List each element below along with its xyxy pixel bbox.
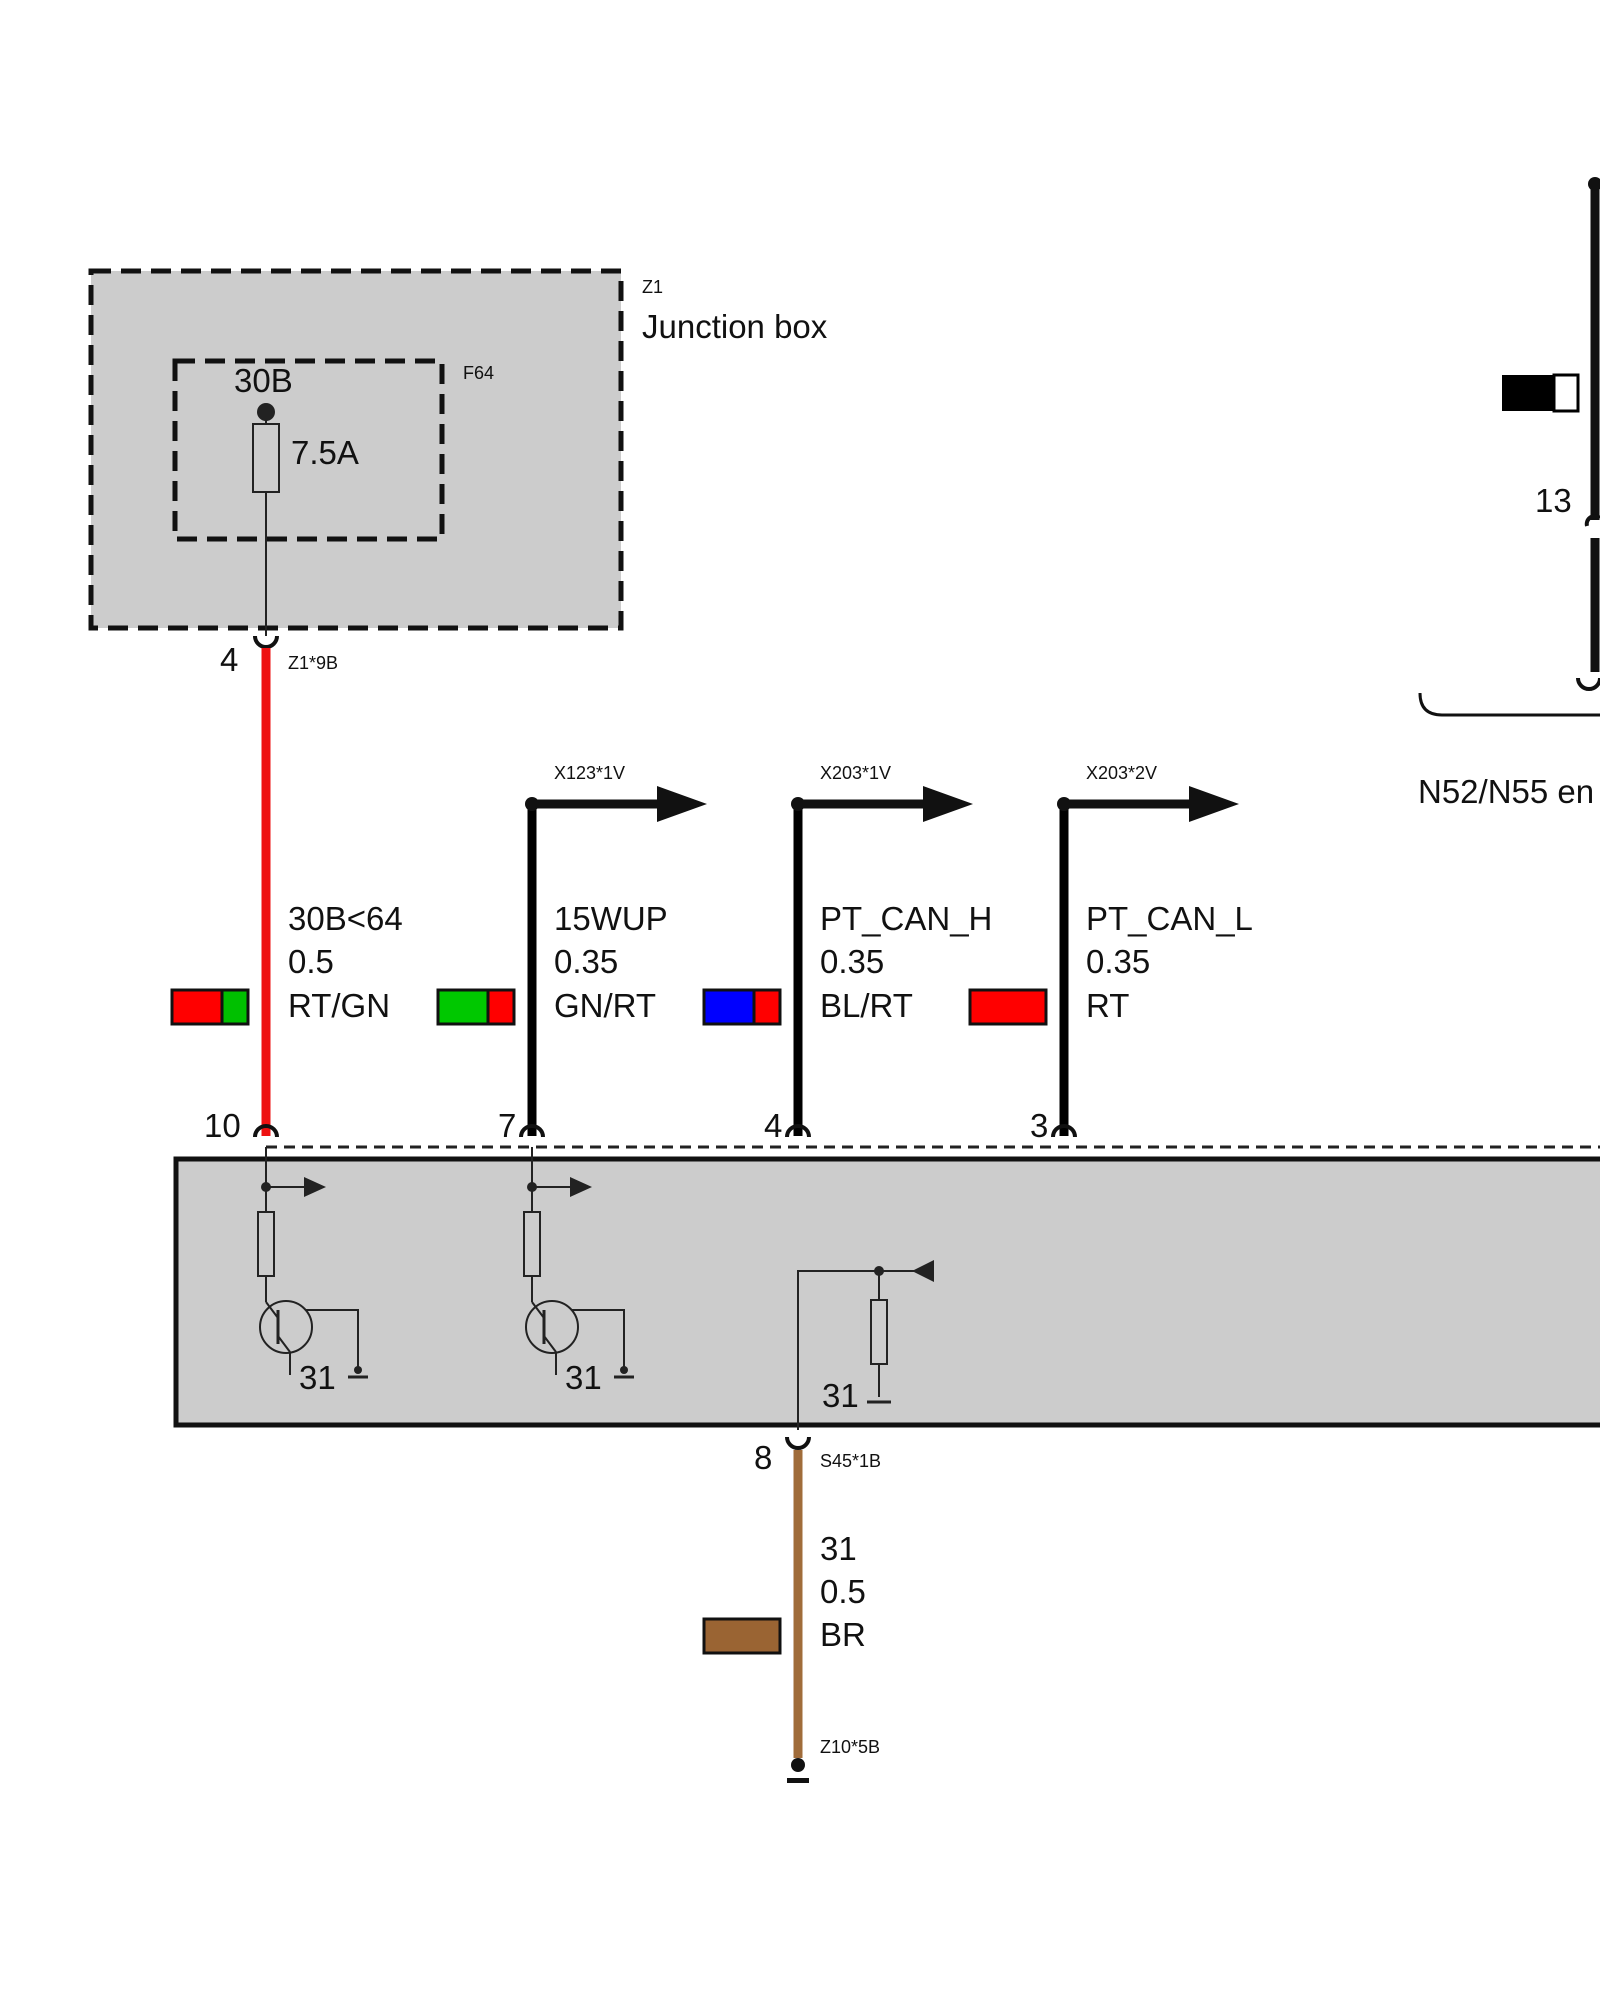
ground-wire-group: 8 S45*1B 31 0.5 BR Z10*5B xyxy=(702,1436,881,1783)
ground-end-connector: Z10*5B xyxy=(820,1737,880,1757)
wire-pin-2: 4 xyxy=(764,1107,782,1144)
transistor-collector-0 xyxy=(265,1301,279,1319)
engine-bracket xyxy=(1418,692,1600,717)
wire-connector-2: X203*1V xyxy=(820,763,891,783)
wire-color-code-2: BL/RT xyxy=(820,987,913,1024)
module-ground-label-2: 31 xyxy=(822,1377,859,1414)
wire-pin-cup-2 xyxy=(785,1124,811,1138)
junction-box-id: Z1 xyxy=(642,277,663,297)
fuse-id: F64 xyxy=(463,363,494,383)
engine-pin-label: 13 xyxy=(1535,482,1572,519)
transistor-ground-lead-1 xyxy=(572,1309,625,1370)
driver-arrow-head-0 xyxy=(304,1177,326,1197)
wire-signal-1: 15WUP xyxy=(554,900,668,937)
wire-swatch-stripe-0 xyxy=(222,990,248,1024)
engine-wire-dot xyxy=(1588,177,1600,191)
wire-swatch-stripe-1 xyxy=(488,990,514,1024)
ground-node-1 xyxy=(620,1366,628,1374)
junction-box-pin: 4 xyxy=(220,641,238,678)
wire-color-code-3: RT xyxy=(1086,987,1129,1024)
wire-swatch-0 xyxy=(170,988,250,1026)
wire-connector-3: X203*2V xyxy=(1086,763,1157,783)
ground-pin-cup xyxy=(785,1436,811,1450)
wire-swatch-main-0 xyxy=(172,990,222,1024)
wire-signal-0: 30B<64 xyxy=(288,900,403,937)
ground-node-0 xyxy=(354,1366,362,1374)
wire-pin-1: 7 xyxy=(498,1107,516,1144)
transistor-ground-lead-0 xyxy=(306,1309,359,1370)
engine-swatch-black xyxy=(1502,375,1554,411)
module-ground-label-1: 31 xyxy=(565,1359,602,1396)
wire-color-code-0: RT/GN xyxy=(288,987,390,1024)
wire-swatch-3 xyxy=(968,988,1048,1026)
wire-pin-0: 10 xyxy=(204,1107,241,1144)
junction-box-connector: Z1*9B xyxy=(288,653,338,673)
junction-box-pin-cup xyxy=(253,635,279,649)
wire-gauge-2: 0.35 xyxy=(820,943,884,980)
junction-box-title: Junction box xyxy=(642,308,828,345)
driver-arrow-head-1 xyxy=(570,1177,592,1197)
transistor-icon-1 xyxy=(525,1300,579,1354)
wire-connector-1: X123*1V xyxy=(554,763,625,783)
fuse-rating: 7.5A xyxy=(291,434,359,471)
wire-arrow-head-1 xyxy=(657,786,707,822)
junction-box xyxy=(88,268,624,631)
wire-pin-3: 3 xyxy=(1030,1107,1048,1144)
ground-swatch xyxy=(702,1617,782,1655)
wire-swatch-1 xyxy=(436,988,516,1026)
wire-gauge-1: 0.35 xyxy=(554,943,618,980)
transistor-collector-1 xyxy=(531,1301,545,1319)
wire-arrow-head-2 xyxy=(923,786,973,822)
wire-pin-cup-1 xyxy=(519,1124,545,1138)
engine-swatch-white xyxy=(1552,373,1580,413)
ground-gauge: 0.5 xyxy=(820,1573,866,1610)
engine-pin-cup xyxy=(1584,514,1600,527)
wire-gauge-3: 0.35 xyxy=(1086,943,1150,980)
transistor-icon-0 xyxy=(259,1300,313,1354)
wire-arrow-head-3 xyxy=(1189,786,1239,822)
transistor-emitter-0 xyxy=(277,1335,291,1353)
engine-pin-cup-2 xyxy=(1576,677,1600,691)
ground-end-bar xyxy=(787,1778,809,1783)
control-module xyxy=(173,1156,1600,1428)
ground-signal: 31 xyxy=(820,1530,857,1567)
transistor-emitter-1 xyxy=(543,1335,557,1353)
wire-swatch-stripe-2 xyxy=(754,990,780,1024)
wire-pin-cup-3 xyxy=(1051,1124,1077,1138)
wire-swatch-2 xyxy=(702,988,782,1026)
wire-pin-cup-0 xyxy=(253,1124,279,1138)
module-ground-label-0: 31 xyxy=(299,1359,336,1396)
wire-signal-3: PT_CAN_L xyxy=(1086,900,1253,937)
fuse-terminal-label: 30B xyxy=(234,362,293,399)
module-internals: 31 31 31 xyxy=(257,1147,934,1430)
engine-label: N52/N55 en xyxy=(1418,773,1594,810)
wire-gauge-0: 0.5 xyxy=(288,943,334,980)
ground-pin: 8 xyxy=(754,1439,772,1476)
wire-swatch-main-2 xyxy=(704,990,754,1024)
ground-end-dot xyxy=(791,1758,805,1772)
ground-connector: S45*1B xyxy=(820,1451,881,1471)
wire-swatch-main-1 xyxy=(438,990,488,1024)
wire-color-code-1: GN/RT xyxy=(554,987,656,1024)
input-lead xyxy=(797,1270,879,1430)
input-arrow-head xyxy=(912,1260,934,1282)
wire-signal-2: PT_CAN_H xyxy=(820,900,992,937)
ground-color-code: BR xyxy=(820,1616,866,1653)
fuse-holder-f64 xyxy=(172,358,445,542)
